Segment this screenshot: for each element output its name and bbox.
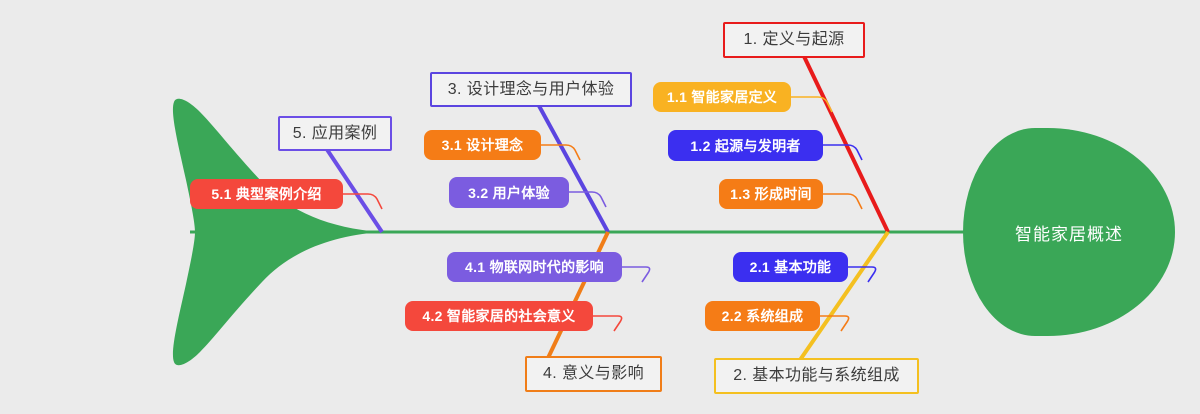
twig-3-2	[568, 191, 607, 208]
branch-line-2	[798, 230, 890, 362]
twig-3-1	[540, 144, 581, 161]
sub-item-2-1[interactable]: 2.1 基本功能	[733, 252, 848, 282]
sub-item-1-1[interactable]: 1.1 智能家居定义	[653, 82, 791, 112]
fish-head-label: 智能家居概述	[1015, 224, 1123, 244]
twig-2-1	[847, 266, 877, 283]
twig-1-3	[822, 193, 863, 210]
sub-item-2-2[interactable]: 2.2 系统组成	[705, 301, 820, 331]
sub-item-1-3[interactable]: 1.3 形成时间	[719, 179, 823, 209]
branch-box-5[interactable]: 5. 应用案例	[278, 116, 392, 151]
sub-item-3-2[interactable]: 3.2 用户体验	[449, 177, 569, 208]
branch-box-4[interactable]: 4. 意义与影响	[525, 356, 662, 392]
branch-line-1	[798, 47, 890, 233]
branch-line-4	[546, 231, 610, 359]
twig-5-1	[343, 193, 383, 210]
branch-line-5	[324, 146, 384, 234]
twig-4-1	[621, 266, 651, 283]
sub-item-3-1[interactable]: 3.1 设计理念	[424, 130, 541, 160]
sub-item-1-2[interactable]: 1.2 起源与发明者	[668, 130, 823, 161]
branch-box-2[interactable]: 2. 基本功能与系统组成	[714, 358, 919, 394]
twig-2-2	[819, 315, 850, 332]
fish-head	[963, 128, 1175, 336]
branch-box-3[interactable]: 3. 设计理念与用户体验	[430, 72, 632, 107]
twig-1-2	[822, 144, 863, 161]
sub-item-4-2[interactable]: 4.2 智能家居的社会意义	[405, 301, 593, 331]
twig-4-2	[592, 315, 623, 332]
twig-1-1	[790, 96, 833, 113]
sub-item-4-1[interactable]: 4.1 物联网时代的影响	[447, 252, 622, 282]
sub-item-5-1[interactable]: 5.1 典型案例介绍	[190, 179, 343, 209]
branch-box-1[interactable]: 1. 定义与起源	[723, 22, 865, 58]
branch-line-3	[536, 103, 610, 233]
